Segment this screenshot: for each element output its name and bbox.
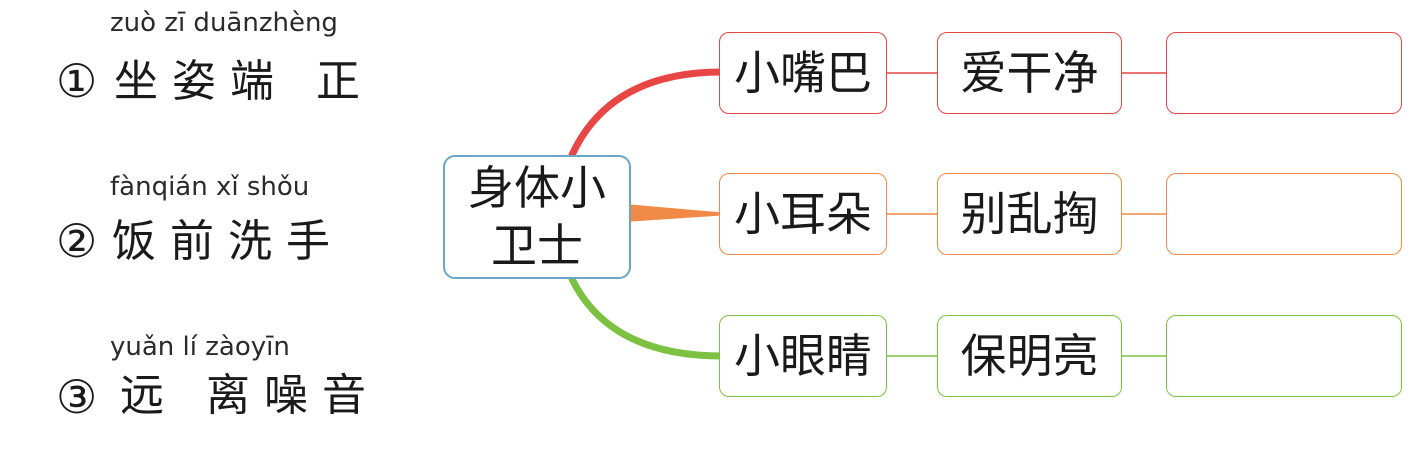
phrase-1-text: 坐姿端 正	[114, 56, 374, 107]
mindmap-branches	[568, 68, 1166, 360]
phrase-1-pinyin: zuò zī duānzhèng	[110, 8, 338, 38]
phrase-3: yuǎn lí zàoyīn ③ 远 离噪音	[0, 332, 420, 472]
phrase-3-pinyin: yuǎn lí zàoyīn	[110, 332, 290, 362]
phrase-2-text: 饭前洗手	[112, 216, 344, 267]
phrase-1-number: ①	[56, 54, 98, 108]
center-node-label: 身体小卫士	[468, 161, 606, 273]
node-action-mouth: 爱干净	[937, 32, 1122, 114]
answer-box-mouth[interactable]	[1166, 32, 1402, 114]
branch-curve-ear	[629, 204, 724, 222]
node-part-ear: 小耳朵	[719, 173, 887, 255]
phrase-3-number: ③	[56, 370, 98, 424]
phrase-2-pinyin: fànqián xǐ shǒu	[110, 172, 310, 202]
branch-curve-mouth	[568, 68, 726, 159]
node-part-eye: 小眼睛	[719, 315, 887, 397]
branch-curve-eye	[568, 275, 726, 360]
phrase-2-number: ②	[56, 214, 98, 268]
node-action-eye: 保明亮	[937, 315, 1122, 397]
center-node: 身体小卫士	[443, 155, 631, 279]
answer-box-ear[interactable]	[1166, 173, 1402, 255]
phrase-2: fànqián xǐ shǒu ② 饭前洗手	[0, 172, 420, 312]
node-part-mouth: 小嘴巴	[719, 32, 887, 114]
phrase-1: zuò zī duānzhèng ① 坐姿端 正	[0, 8, 420, 148]
phrase-3-text: 远 离噪音	[120, 370, 380, 421]
node-action-ear: 别乱掏	[937, 173, 1122, 255]
answer-box-eye[interactable]	[1166, 315, 1402, 397]
